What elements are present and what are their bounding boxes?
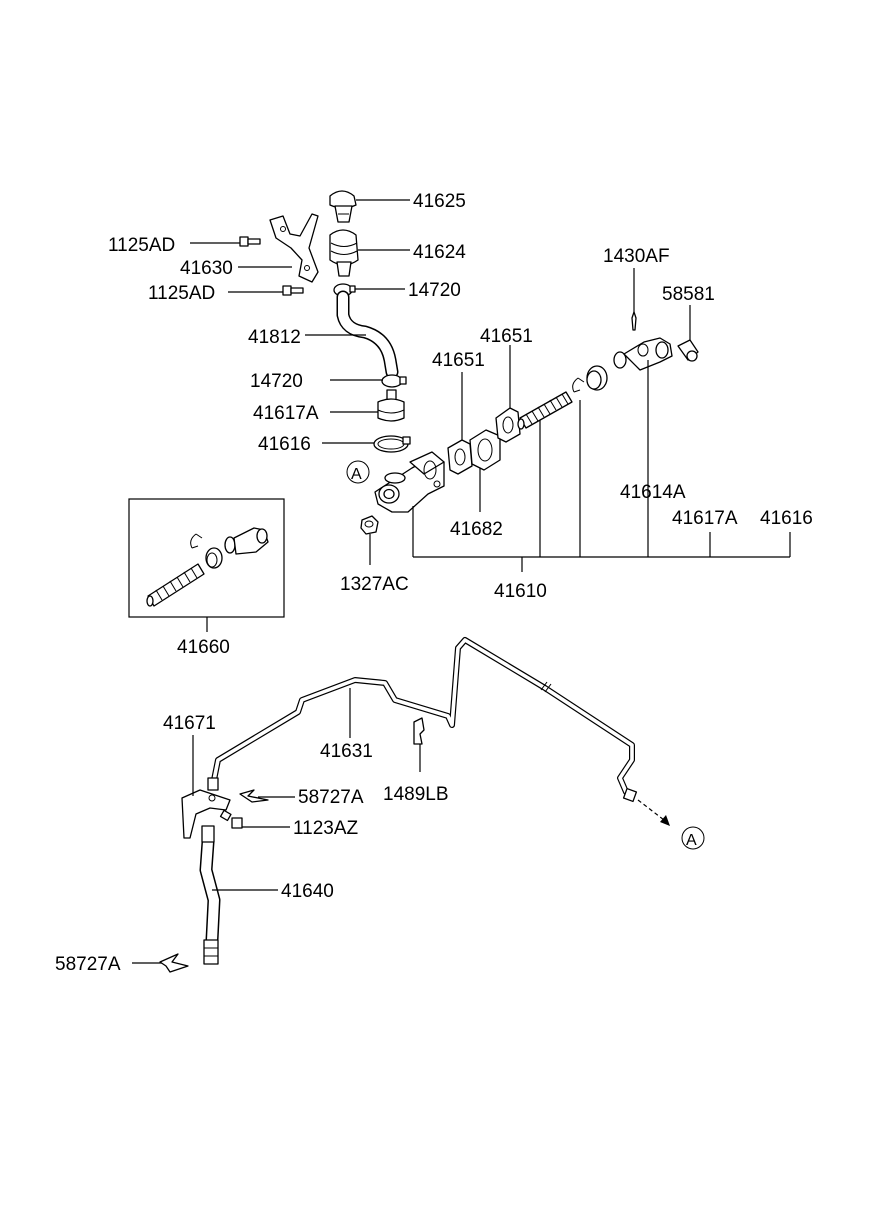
arrow-to-reference-a [637,799,670,826]
label-1123AZ: 1123AZ [293,818,359,839]
svg-text:A: A [351,466,362,483]
label-41617A-b: 41617A [672,508,738,529]
label-41660: 41660 [177,637,230,658]
gasket-41651-a [447,439,473,475]
label-41812: 41812 [248,327,301,348]
label-14720-lower: 14720 [250,371,303,392]
reservoir-41624 [329,229,359,277]
clutch-hose-41640 [199,825,221,965]
retaining-clip-58727A-lower [159,953,189,973]
svg-text:A: A [686,832,697,849]
seal-ring-41616 [373,435,411,453]
retaining-clip-58727A-upper [239,789,269,803]
label-41630: 41630 [180,258,233,279]
group-bracket-41610 [412,400,791,572]
hose-bracket-41671 [181,789,231,839]
label-41625: 41625 [413,191,466,212]
label-1489LB: 1489LB [383,784,449,805]
inlet-fitting-41617A [377,389,405,422]
clevis-pin-1430AF [631,311,637,331]
label-41624: 41624 [413,242,466,263]
reference-marker-a-lower: A [681,826,705,850]
reservoir-cap-41625 [329,190,357,223]
label-1327AC: 1327AC [340,574,409,595]
label-41614A: 41614A [620,482,686,503]
label-41616-a: 41616 [258,434,311,455]
bolt-1125AD-lower [282,285,304,296]
hose-clamp-14720-lower [381,374,407,388]
label-1430AF: 1430AF [603,246,670,267]
label-41671: 41671 [163,713,216,734]
return-spring [517,391,573,430]
label-41640: 41640 [281,881,334,902]
tube-clip-1489LB [413,717,425,745]
label-41651-b: 41651 [480,326,533,347]
label-58727A-lower: 58727A [55,954,121,975]
label-14720-upper: 14720 [408,280,461,301]
label-41682: 41682 [450,519,503,540]
label-58581: 58581 [662,284,715,305]
label-41610: 41610 [494,581,547,602]
label-41616-b: 41616 [760,508,813,529]
boot-ring [586,365,608,391]
snap-ring [572,377,585,393]
label-41617A-a: 41617A [253,403,319,424]
reservoir-bracket-41630 [269,213,319,283]
label-1125AD-upper: 1125AD [108,235,175,256]
bolt-1125AD-upper [239,236,261,247]
push-rod-assembly-41614A [613,337,673,371]
master-cylinder-body-41610 [374,451,445,513]
gasket-41682 [469,429,501,471]
repair-kit-box-41660 [128,498,285,618]
label-41631: 41631 [320,741,373,762]
label-1125AD-lower: 1125AD [148,283,215,304]
bushing-58581 [677,339,699,362]
reference-marker-a-upper: A [346,460,370,484]
bolt-1123AZ [219,809,243,829]
reservoir-hose-41812 [336,290,399,379]
label-58727A-upper: 58727A [298,787,364,808]
label-41651-a: 41651 [432,350,485,371]
bleeder-nut-1327AC [360,515,379,535]
clutch-tube-41631 [207,637,638,803]
gasket-41651-b [495,407,521,443]
